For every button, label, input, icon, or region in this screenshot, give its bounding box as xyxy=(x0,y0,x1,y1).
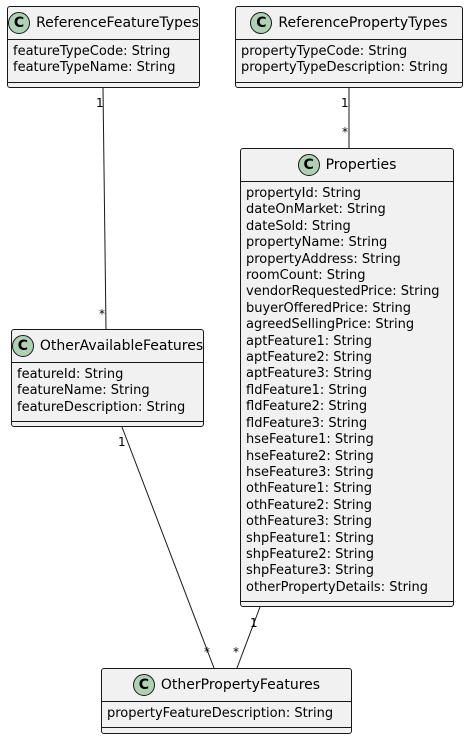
class-attribute: agreedSellingPrice: String xyxy=(246,317,415,333)
class-attribute: vendorRequestedPrice: String xyxy=(246,284,440,300)
class-attributes: propertyFeatureDescription: String xyxy=(102,702,351,729)
class-other-property-features[interactable]: C OtherPropertyFeatures propertyFeatureD… xyxy=(101,668,352,734)
class-attribute: propertyTypeCode: String xyxy=(241,44,408,59)
edge-properties-propertyfeatures xyxy=(236,606,261,669)
class-reference-feature-types[interactable]: C ReferenceFeatureTypes featureTypeCode:… xyxy=(7,6,200,88)
class-attribute: featureTypeCode: String xyxy=(13,44,171,59)
class-attribute: aptFeature2: String xyxy=(246,350,373,366)
class-header: C ReferenceFeatureTypes xyxy=(8,7,199,40)
class-header: C Properties xyxy=(241,149,453,182)
class-attribute: dateSold: String xyxy=(246,218,351,234)
class-attributes: propertyTypeCode: String propertyTypeDes… xyxy=(236,40,462,83)
class-attributes: featureId: String featureName: String fe… xyxy=(12,363,203,423)
class-name: ReferencePropertyTypes xyxy=(278,15,448,31)
class-stereotype-icon: C xyxy=(297,154,320,176)
class-attribute: featureDescription: String xyxy=(17,399,186,415)
class-methods xyxy=(241,602,453,610)
class-attribute: propertyAddress: String xyxy=(246,251,401,267)
class-attribute: fldFeature2: String xyxy=(246,399,368,415)
class-name: OtherPropertyFeatures xyxy=(160,677,321,693)
class-attribute: shpFeature3: String xyxy=(246,563,374,579)
class-attribute: fldFeature3: String xyxy=(246,415,368,431)
multiplicity-label: * xyxy=(99,307,105,321)
class-attribute: shpFeature1: String xyxy=(246,530,374,546)
multiplicity-label: 1 xyxy=(250,616,258,630)
class-attribute: roomCount: String xyxy=(246,268,366,284)
edge-availablefeatures-propertyfeatures xyxy=(121,426,215,669)
class-attribute: aptFeature3: String xyxy=(246,366,373,382)
class-attribute: aptFeature1: String xyxy=(246,333,373,349)
class-stereotype-icon: C xyxy=(250,12,273,34)
multiplicity-label: * xyxy=(233,645,239,659)
class-name: OtherAvailableFeatures xyxy=(39,338,204,354)
class-header: C OtherPropertyFeatures xyxy=(102,669,351,702)
class-attribute: othFeature1: String xyxy=(246,481,372,497)
class-name: ReferenceFeatureTypes xyxy=(36,15,199,31)
class-header: C ReferencePropertyTypes xyxy=(236,7,462,40)
class-attribute: propertyFeatureDescription: String xyxy=(107,706,334,721)
class-attribute: othFeature2: String xyxy=(246,497,372,513)
class-attribute: othFeature3: String xyxy=(246,514,372,530)
class-attributes: propertyId: String dateOnMarket: String … xyxy=(241,182,453,603)
multiplicity-label: * xyxy=(342,125,348,139)
class-attributes: featureTypeCode: String featureTypeName:… xyxy=(8,40,199,83)
class-attribute: propertyTypeDescription: String xyxy=(241,60,448,76)
class-attribute: hseFeature2: String xyxy=(246,448,374,464)
class-methods xyxy=(102,728,351,736)
multiplicity-label: 1 xyxy=(96,96,104,110)
class-attribute: featureId: String xyxy=(17,367,124,382)
class-attribute: featureTypeName: String xyxy=(13,60,176,76)
class-methods xyxy=(12,422,203,430)
class-attribute: buyerOfferedPrice: String xyxy=(246,300,412,316)
class-attribute: otherPropertyDetails: String xyxy=(246,579,429,595)
multiplicity-label: 1 xyxy=(341,96,349,110)
class-attribute: hseFeature1: String xyxy=(246,432,374,448)
multiplicity-label: * xyxy=(204,645,210,659)
class-reference-property-types[interactable]: C ReferencePropertyTypes propertyTypeCod… xyxy=(235,6,463,88)
class-header: C OtherAvailableFeatures xyxy=(11,330,204,363)
edge-featuretypes-availablefeatures xyxy=(102,87,107,330)
class-attribute: fldFeature1: String xyxy=(246,382,368,398)
class-stereotype-icon: C xyxy=(132,674,155,696)
multiplicity-label: 1 xyxy=(118,435,126,449)
class-stereotype-icon: C xyxy=(11,335,34,357)
class-attribute: dateOnMarket: String xyxy=(246,202,386,218)
class-name: Properties xyxy=(325,157,397,173)
class-attribute: propertyName: String xyxy=(246,235,388,251)
class-attribute: hseFeature3: String xyxy=(246,464,374,480)
class-stereotype-icon: C xyxy=(8,12,31,34)
class-other-available-features[interactable]: C OtherAvailableFeatures featureId: Stri… xyxy=(11,329,204,427)
class-attribute: propertyId: String xyxy=(246,186,362,201)
class-attribute: shpFeature2: String xyxy=(246,546,374,562)
class-methods xyxy=(8,83,199,91)
class-methods xyxy=(236,83,462,91)
class-properties[interactable]: C Properties propertyId: String dateOnMa… xyxy=(240,148,454,607)
class-attribute: featureName: String xyxy=(17,383,150,399)
